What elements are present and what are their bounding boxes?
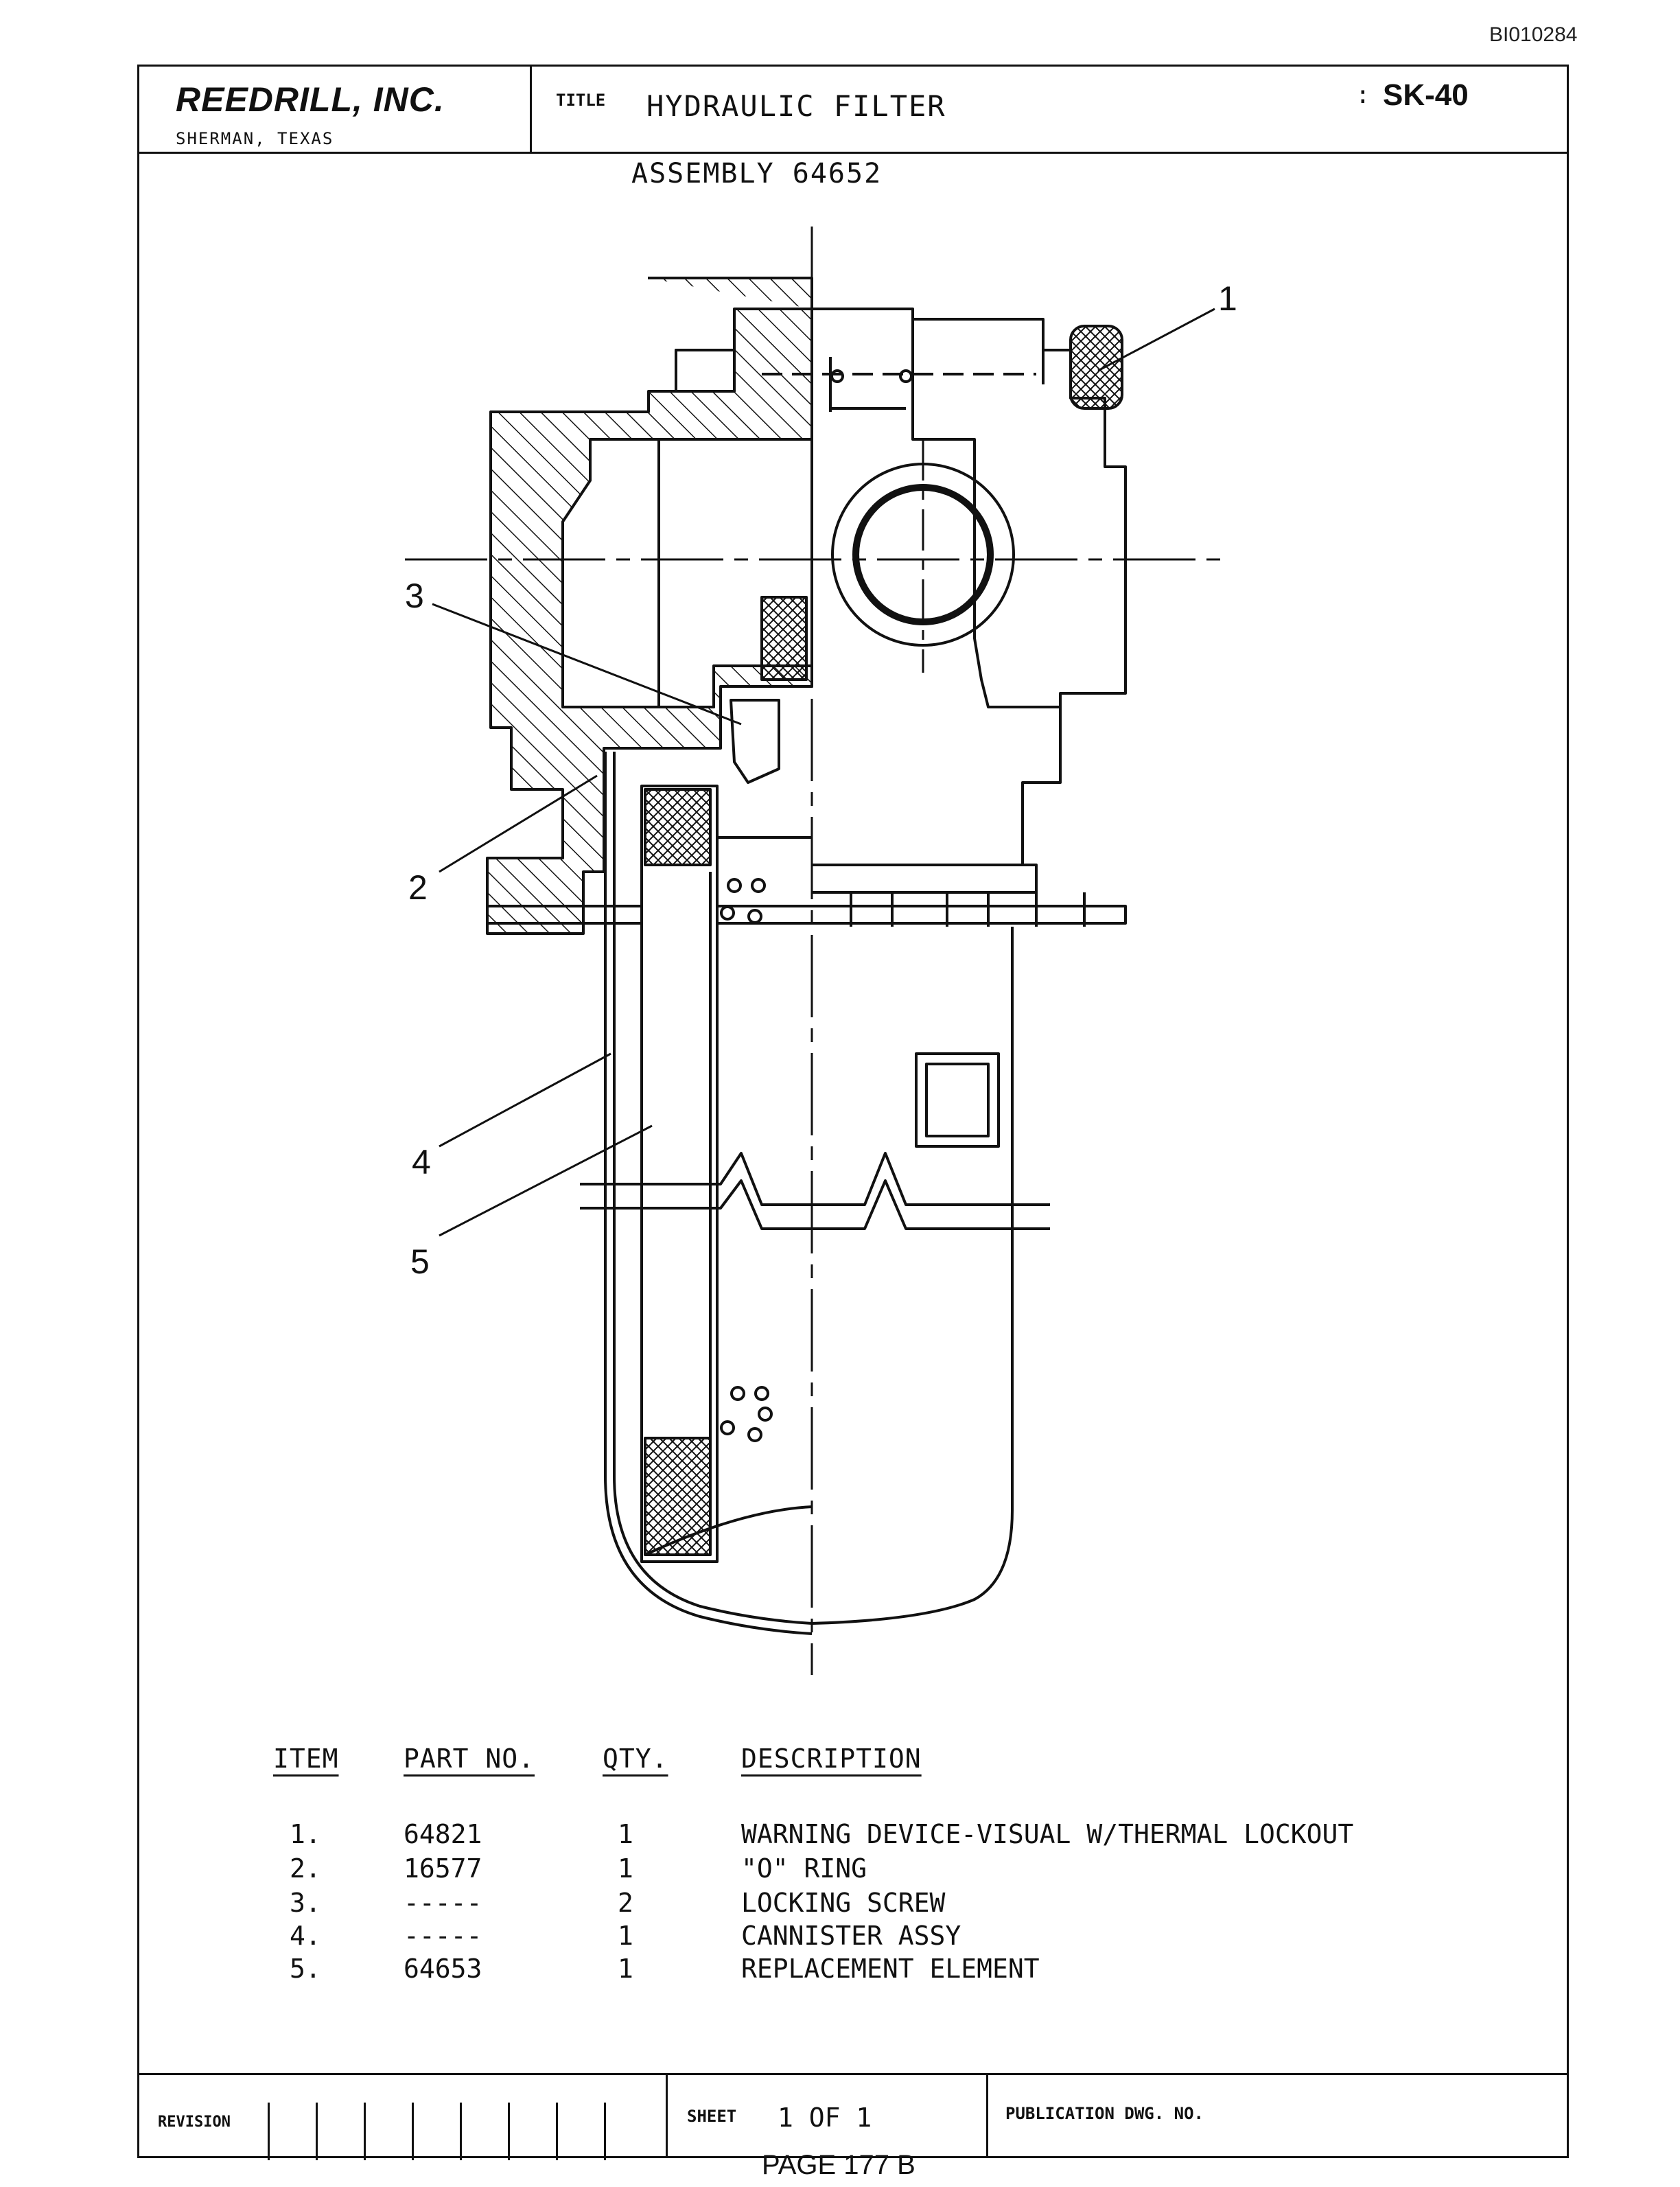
leader-4: [439, 1052, 611, 1148]
indicator-body: [1069, 325, 1123, 410]
parts-row: 5. 64653 1 REPLACEMENT ELEMENT: [268, 1954, 1434, 1988]
row-qty: 2: [618, 1888, 633, 1918]
document-id: BI010284: [1489, 23, 1578, 46]
row-description: REPLACEMENT ELEMENT: [741, 1954, 1040, 1984]
company-name: REEDRILL, INC.: [176, 80, 445, 119]
leader-3: [432, 603, 742, 726]
row-part-no: 64653: [404, 1954, 482, 1984]
header-qty: QTY.: [603, 1744, 668, 1774]
row-part-no: 64821: [404, 1819, 482, 1849]
row-item: 5.: [290, 1954, 321, 1984]
header-part-no: PART NO.: [404, 1744, 535, 1774]
sheet-cell: SHEET 1 OF 1: [666, 2075, 988, 2158]
drawing-frame: [137, 65, 1569, 2158]
assembly-number: ASSEMBLY 64652: [631, 158, 883, 189]
leader-1: [1097, 308, 1215, 372]
row-part-no: 16577: [404, 1853, 482, 1884]
callout-5: 5: [410, 1242, 430, 1281]
header-description: DESCRIPTION: [741, 1744, 922, 1774]
page-number: PAGE 177 B: [762, 2150, 915, 2180]
company-city: SHERMAN, TEXAS: [176, 129, 334, 148]
row-qty: 1: [618, 1921, 633, 1951]
filter-element: [640, 785, 719, 1563]
company-cell: REEDRILL, INC. SHERMAN, TEXAS: [137, 65, 532, 152]
revision-strip: REVISION SHEET 1 OF 1 PUBLICATION DWG. N…: [137, 2073, 1569, 2160]
row-item: 1.: [290, 1819, 321, 1849]
revision-label: REVISION: [158, 2114, 231, 2131]
callout-3: 3: [405, 577, 424, 615]
drawing-title: HYDRAULIC FILTER: [646, 89, 946, 123]
row-qty: 1: [618, 1853, 633, 1884]
revision-cells: [268, 2103, 652, 2160]
parts-row: 3. ----- 2 LOCKING SCREW: [268, 1888, 1434, 1922]
leader-2: [439, 774, 598, 873]
sheet-code: SK-40: [1383, 78, 1469, 112]
sheet-value: 1 OF 1: [778, 2103, 872, 2133]
row-description: "O" RING: [741, 1853, 867, 1884]
callout-1: 1: [1218, 279, 1237, 318]
outlet-port-inner: [852, 484, 994, 625]
row-item: 3.: [290, 1888, 321, 1918]
break-line: [580, 1152, 1050, 1206]
row-item: 2.: [290, 1853, 321, 1884]
title-label: TITLE: [556, 91, 606, 110]
parts-row: 4. ----- 1 CANNISTER ASSY: [268, 1921, 1434, 1955]
row-description: WARNING DEVICE-VISUAL W/THERMAL LOCKOUT: [741, 1819, 1354, 1849]
callout-4: 4: [412, 1143, 431, 1181]
parts-row: 2. 16577 1 "O" RING: [268, 1853, 1434, 1888]
row-part-no: -----: [404, 1921, 482, 1951]
publication-label: PUBLICATION DWG. NO.: [1005, 2104, 1204, 2123]
filter-assembly-drawing: 1 3 2 4 5: [405, 227, 1237, 1675]
header-item: ITEM: [273, 1744, 339, 1774]
row-part-no: -----: [404, 1888, 482, 1918]
head-exterior: [812, 308, 1127, 866]
mounting-flange: [486, 905, 1127, 925]
sheet-code-mark: :: [1355, 81, 1370, 109]
locking-screw: [730, 699, 780, 784]
callout-2: 2: [408, 868, 428, 907]
row-qty: 1: [618, 1954, 633, 1984]
parts-row: 1. 64821 1 WARNING DEVICE-VISUAL W/THERM…: [268, 1819, 1434, 1853]
leader-5: [439, 1124, 653, 1237]
row-item: 4.: [290, 1921, 321, 1951]
title-block: REEDRILL, INC. SHERMAN, TEXAS TITLE HYDR…: [137, 65, 1569, 154]
row-description: LOCKING SCREW: [741, 1888, 946, 1918]
sheet-label: SHEET: [687, 2107, 737, 2126]
row-description: CANNISTER ASSY: [741, 1921, 961, 1951]
row-qty: 1: [618, 1819, 633, 1849]
